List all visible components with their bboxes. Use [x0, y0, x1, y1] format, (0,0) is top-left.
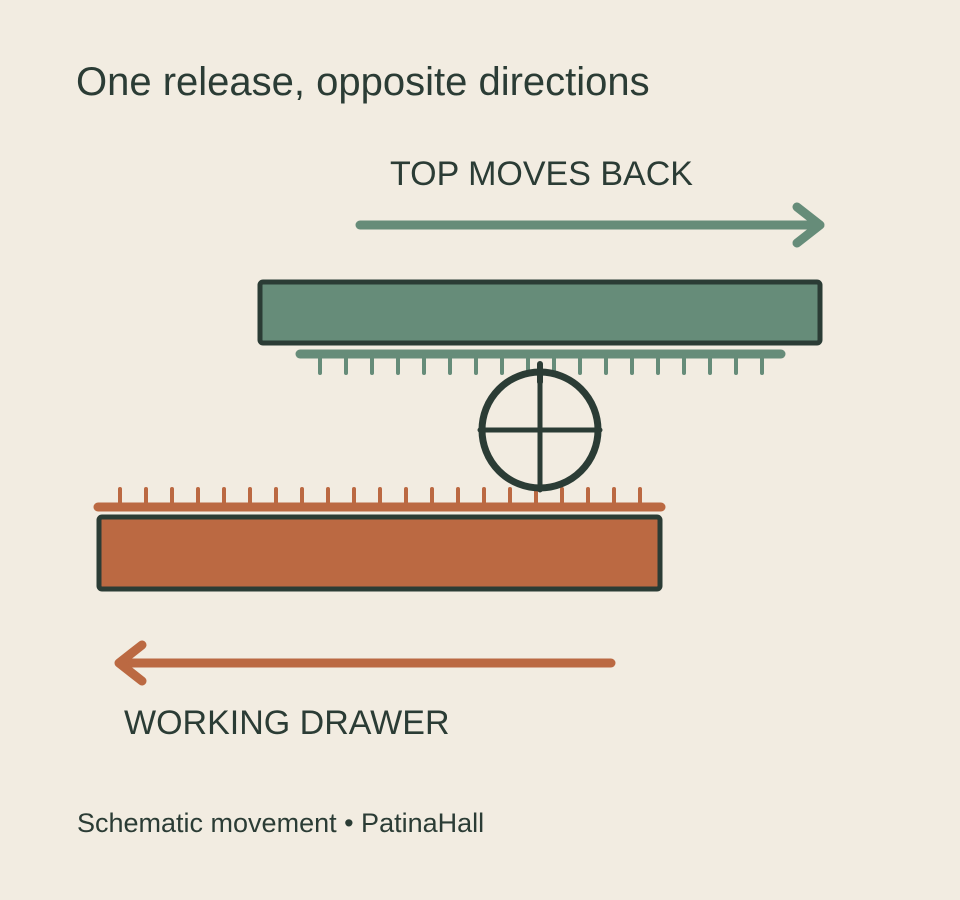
pinion-gear-icon [477, 361, 603, 493]
arrow-right-icon [355, 202, 825, 248]
caption: Schematic movement • PatinaHall [77, 808, 485, 838]
drawer-rack [93, 487, 666, 512]
top-slab [257, 279, 823, 346]
drawer-slab [96, 514, 663, 592]
arrow-left-icon [114, 640, 616, 686]
diagram-title: One release, opposite directions [76, 60, 650, 104]
working-drawer-label: WORKING DRAWER [124, 704, 450, 742]
top-moves-back-label: TOP MOVES BACK [390, 155, 693, 193]
